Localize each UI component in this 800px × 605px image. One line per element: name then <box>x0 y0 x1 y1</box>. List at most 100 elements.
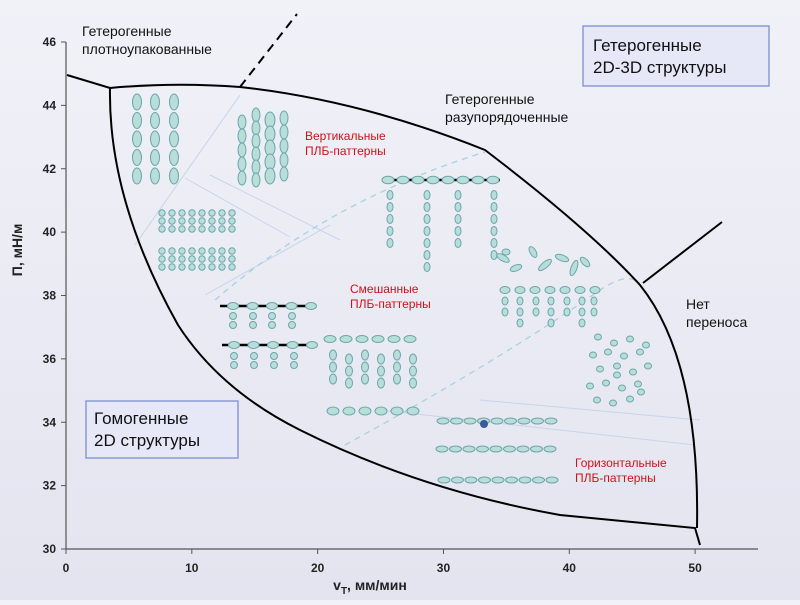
lb-domain <box>381 175 395 185</box>
lb-domain <box>374 406 388 416</box>
curled-domain <box>569 259 579 277</box>
lb-domain <box>306 341 318 349</box>
lb-domain <box>178 263 186 271</box>
lb-domain <box>454 238 462 248</box>
lb-domain <box>169 149 179 166</box>
lb-domain <box>423 238 431 248</box>
lb-domain <box>423 226 431 236</box>
lb-domain <box>529 286 541 294</box>
lb-domain <box>279 166 289 182</box>
x-tick-label: 0 <box>63 561 70 575</box>
lb-domain <box>451 476 464 484</box>
lb-domain <box>409 365 417 377</box>
lb-domain <box>578 318 586 328</box>
lb-domain <box>158 209 166 217</box>
lb-domain <box>386 226 394 236</box>
lb-domain <box>491 476 505 484</box>
lb-domain <box>218 255 226 263</box>
lb-domain <box>435 445 449 453</box>
pattern-label-mixed: Смешанные ПЛБ-паттерны <box>350 282 431 311</box>
lb-domain <box>158 263 166 271</box>
lb-domain <box>168 263 176 271</box>
lb-domain <box>268 321 276 329</box>
lb-domain <box>168 225 176 233</box>
lb-domain <box>642 341 650 349</box>
y-tick-label: 38 <box>43 289 57 303</box>
lb-domain <box>264 167 276 185</box>
lb-domain <box>462 445 476 453</box>
lb-domain <box>386 190 394 200</box>
lb-domain <box>371 335 385 343</box>
lb-domain <box>150 112 160 129</box>
lb-domain <box>386 238 394 248</box>
lb-domain <box>516 318 524 328</box>
lb-domain <box>544 286 556 294</box>
lb-domain <box>345 365 353 377</box>
lb-domain <box>490 226 498 236</box>
x-axis-title: vT, мм/мин <box>333 577 407 597</box>
pattern-scattered-dots <box>586 333 652 407</box>
lb-domain <box>377 377 385 389</box>
lb-domain <box>610 339 618 347</box>
lb-domain <box>387 335 401 343</box>
curled-domain <box>538 258 552 272</box>
lb-domain <box>178 225 186 233</box>
lb-domain <box>602 379 610 387</box>
lb-domain <box>168 209 176 217</box>
lb-domain <box>593 396 601 404</box>
lb-domain <box>613 371 621 379</box>
lb-domain <box>543 445 557 453</box>
lb-domain <box>409 377 417 389</box>
lb-domain <box>208 225 216 233</box>
pattern-label-vertical: Вертикальные ПЛБ-паттерны <box>305 129 389 158</box>
lb-domain <box>504 417 517 425</box>
lb-domain <box>208 247 216 255</box>
lb-domain <box>594 333 602 341</box>
pattern-small-grid <box>158 209 236 271</box>
lb-domain <box>132 167 142 185</box>
box-homo-line2: 2D структуры <box>94 431 200 450</box>
lb-domain <box>132 93 142 111</box>
lb-domain <box>329 361 337 373</box>
lb-domain <box>637 388 645 396</box>
region-disordered-line2: разупорядоченные <box>445 109 569 125</box>
lb-domain <box>178 255 186 263</box>
lb-domain <box>228 341 240 349</box>
lb-domain <box>237 128 247 144</box>
lb-domain <box>169 112 179 129</box>
lb-domain <box>377 353 385 365</box>
lb-domain <box>251 107 261 123</box>
region-no-transfer-line2: переноса <box>686 314 747 330</box>
lb-domain <box>355 335 369 343</box>
region-label-dense: Гетерогенные плотноупакованные <box>82 23 212 57</box>
y-tick-label: 42 <box>43 162 57 176</box>
lb-domain <box>237 114 247 130</box>
pattern-mixed-line2: ПЛБ-паттерны <box>350 297 431 311</box>
lb-domain <box>517 417 531 425</box>
lb-domain <box>589 286 601 294</box>
lb-domain <box>516 296 524 306</box>
lb-domain <box>609 399 617 407</box>
lb-domain <box>132 149 142 166</box>
lb-domain <box>450 417 463 425</box>
lb-domain <box>629 368 637 376</box>
curled-domain <box>579 256 591 268</box>
y-tick-label: 30 <box>43 542 57 556</box>
boundary-upper-left <box>66 74 241 90</box>
lb-domain <box>503 445 516 453</box>
lb-domain <box>150 149 160 166</box>
lb-domain <box>288 312 296 320</box>
lb-domain <box>158 255 166 263</box>
lb-domain <box>464 476 478 484</box>
lb-domain <box>441 175 455 185</box>
lb-domain <box>178 209 186 217</box>
lb-domain <box>290 361 298 369</box>
boundary-upper <box>239 86 699 529</box>
lb-domain <box>454 190 462 200</box>
pattern-dense-vertical <box>132 93 179 185</box>
lb-domain <box>279 124 289 140</box>
lb-domain <box>578 296 586 306</box>
region-disordered-line1: Гетерогенные <box>445 91 535 107</box>
boundary-dashed <box>239 13 298 88</box>
